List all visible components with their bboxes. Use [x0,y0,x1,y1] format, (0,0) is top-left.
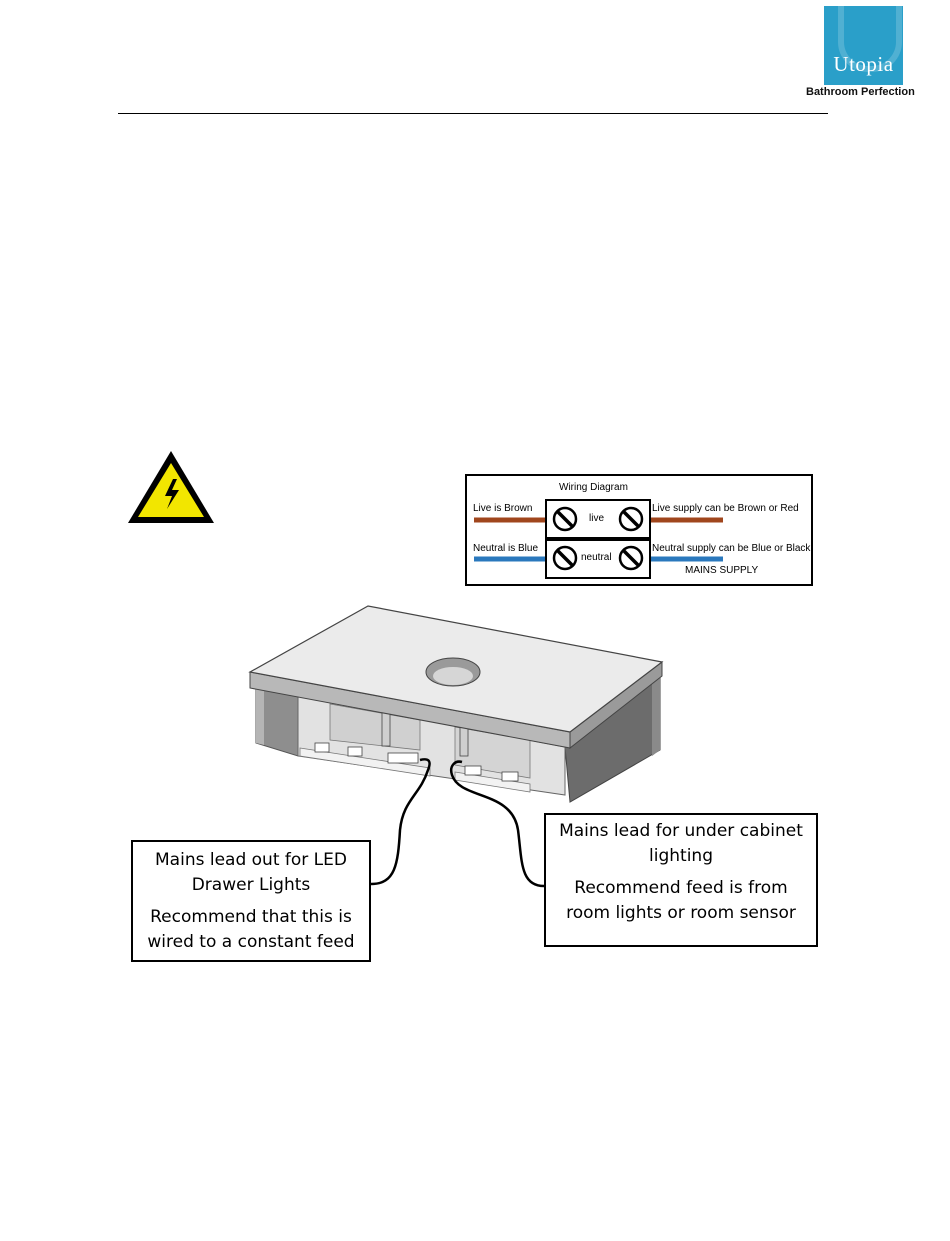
wiring-schematic [474,499,723,579]
header-divider [118,113,828,114]
under-cabinet-callout: Mains lead for under cabinet lighting Re… [544,813,818,947]
callout-right-line3: Recommend feed is from [574,878,788,898]
neutral-supply-label: Neutral supply can be Blue or Black [652,543,811,554]
led-strip-left [299,747,431,777]
screw-icon [552,506,578,532]
neutral-terminal-label: neutral [581,552,612,563]
cabinet-illustration [248,605,664,803]
callout-left-line3: Recommend that this is [150,907,352,927]
logo-tagline: Bathroom Perfection [806,86,915,98]
wiring-title: Wiring Diagram [559,482,628,493]
utopia-logo: Utopia [824,6,903,85]
logo-text: Utopia [833,52,894,76]
callout-right-line1: Mains lead for under cabinet [559,821,803,841]
logo-u-mark [838,6,902,72]
callout-left-line1: Mains lead out for LED [155,850,347,870]
callout-left-line4: wired to a constant feed [147,932,355,952]
screw-icon [618,506,644,532]
screw-icon [618,545,644,571]
live-supply-label: Live supply can be Brown or Red [652,503,799,514]
live-label: Live is Brown [473,503,533,514]
callout-left-line2: Drawer Lights [191,875,311,895]
mains-supply-label: MAINS SUPPLY [685,565,759,576]
drawer-light-cable [370,758,431,886]
electrical-hazard-icon [128,451,214,523]
wiring-diagram: Wiring Diagram Live is Brown live Live s… [465,474,813,586]
drawer-lights-callout: Mains lead out for LED Drawer Lights Rec… [131,840,371,962]
callout-right-line2: lighting [649,846,713,866]
under-cabinet-cable [450,760,545,888]
callout-right-line4: room lights or room sensor [566,903,796,923]
left-end-panel-edge [256,680,264,745]
live-terminal-label: live [589,513,605,524]
neutral-label: Neutral is Blue [473,543,539,554]
screw-icon [552,545,578,571]
